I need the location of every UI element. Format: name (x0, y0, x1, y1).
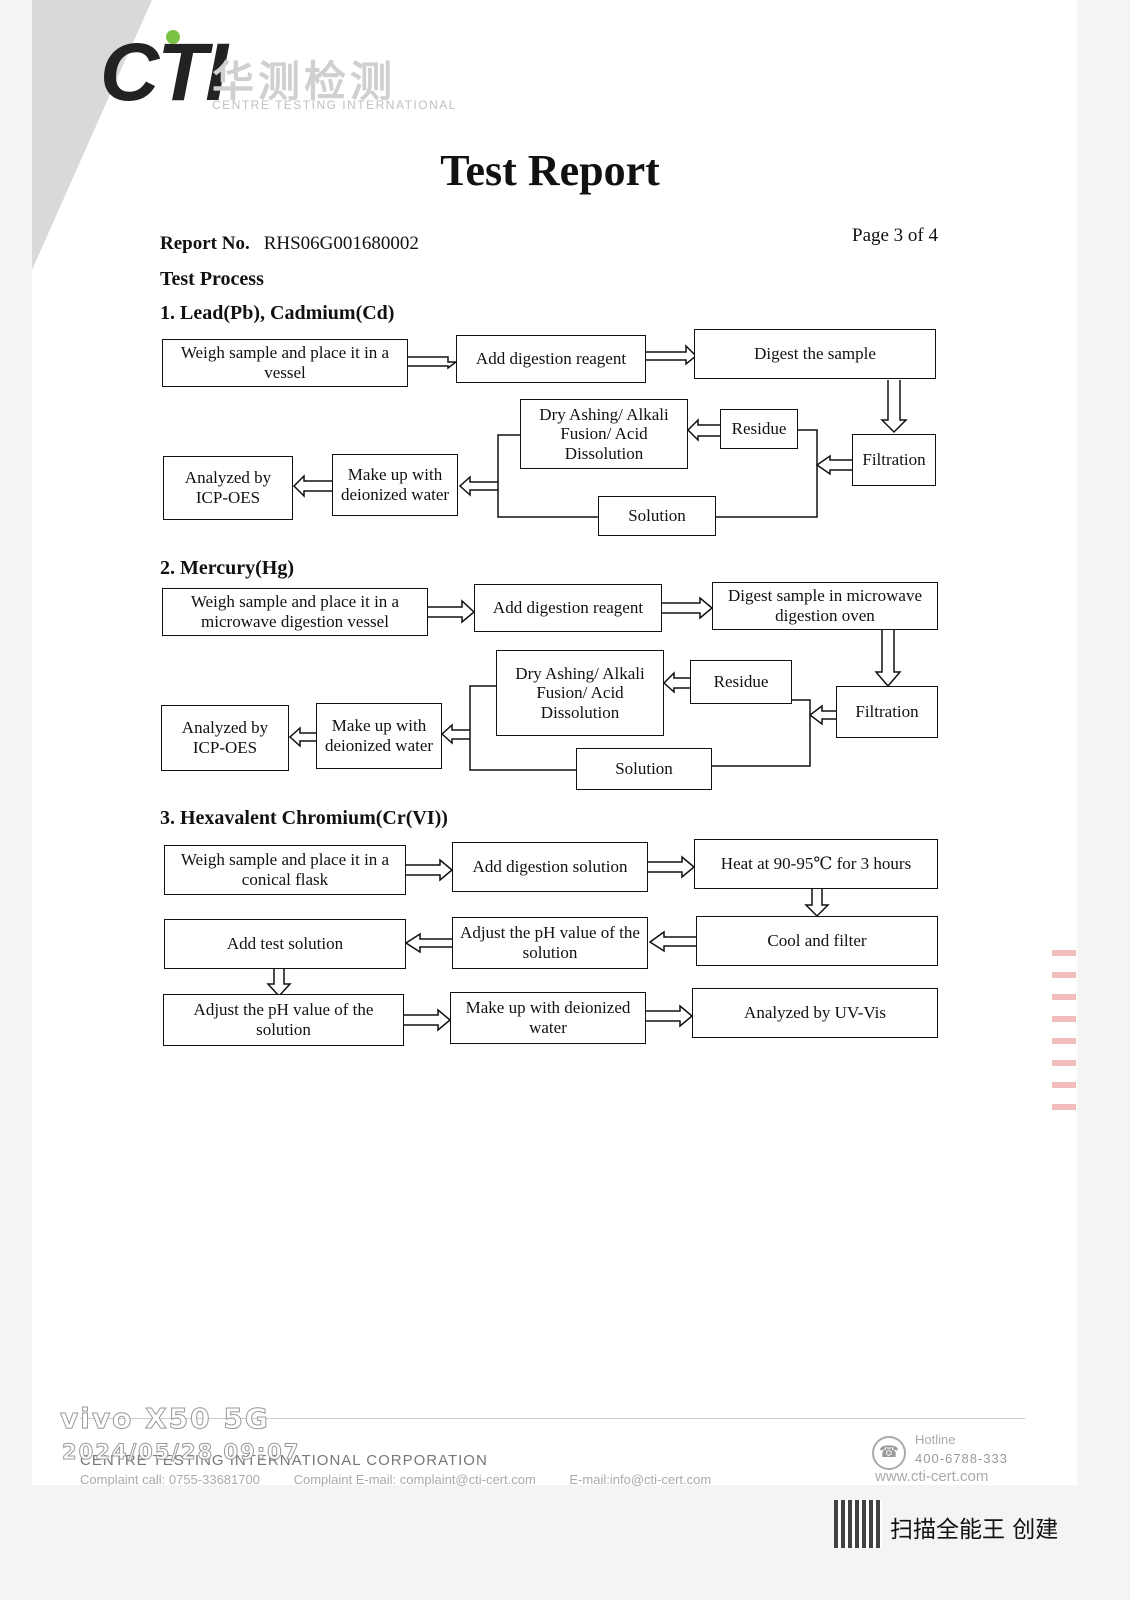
page-number: Page 3 of 4 (852, 225, 939, 246)
scanner-app-label: 扫描全能王 创建 (890, 1517, 1059, 1543)
hotline-label: Hotline (915, 1432, 956, 1447)
s1-analyzed-box: Analyzed by ICP-OES (163, 456, 293, 520)
logo-english-name: CENTRE TESTING INTERNATIONAL (212, 98, 457, 112)
s2-add-reagent-box: Add digestion reagent (474, 584, 662, 632)
qr-code-icon (834, 1500, 882, 1548)
section-1-heading: 1. Lead(Pb), Cadmium(Cd) (160, 302, 395, 324)
section-2-heading: 2. Mercury(Hg) (160, 557, 295, 579)
s1-add-reagent-box: Add digestion reagent (456, 335, 646, 383)
s1-weigh-box: Weigh sample and place it in a vessel (162, 339, 408, 387)
s2-analyzed-box: Analyzed by ICP-OES (161, 705, 289, 771)
s2-digest-box: Digest sample in microwave digestion ove… (712, 582, 938, 630)
s3-heat-box: Heat at 90-95℃ for 3 hours (694, 839, 938, 889)
camera-watermark-brand: vivo X50 5G (60, 1402, 270, 1436)
s2-weigh-box: Weigh sample and place it in a microwave… (162, 588, 428, 636)
s3-weigh-box: Weigh sample and place it in a conical f… (164, 845, 406, 895)
logo-chinese-name: 华测检测 (212, 57, 397, 106)
s3-adjust-ph-box-1: Adjust the pH value of the solution (452, 917, 648, 969)
complaint-call: Complaint call: 0755-33681700 (80, 1472, 260, 1487)
s1-dry-ashing-box: Dry Ashing/ Alkali Fusion/ Acid Dissolut… (520, 399, 688, 469)
s3-adjust-ph-box-2: Adjust the pH value of the solution (163, 994, 404, 1046)
hotline-number: 400-6788-333 (915, 1451, 1008, 1466)
s1-digest-box: Digest the sample (694, 329, 936, 379)
camera-watermark-datetime: 2024/05/28 09:07 (61, 1440, 301, 1465)
section-3-heading: 3. Hexavalent Chromium(Cr(VI)) (160, 807, 448, 829)
footer-corporation: CENTRE TESTING INTERNATIONAL CORPORATION (80, 1452, 488, 1469)
s3-add-solution-box: Add digestion solution (452, 842, 648, 892)
footer-divider (80, 1418, 1025, 1419)
s2-makeup-box: Make up with deionized water (316, 703, 442, 769)
s1-filtration-box: Filtration (852, 434, 936, 486)
footer-contacts: Complaint call: 0755-33681700 Complaint … (80, 1472, 741, 1487)
page-fold-shadow (32, 0, 152, 270)
page-title: Test Report (440, 146, 660, 195)
s2-solution-box: Solution (576, 748, 712, 790)
s3-makeup-box: Make up with deionized water (450, 992, 646, 1044)
red-stamp-edge (1052, 950, 1076, 1110)
s3-add-test-solution-box: Add test solution (164, 919, 406, 969)
footer-website: www.cti-cert.com (875, 1468, 989, 1485)
phone-icon: ☎ (872, 1436, 906, 1470)
logo-cti: CTI (100, 27, 228, 118)
s1-residue-box: Residue (720, 409, 798, 449)
report-number-value: RHS06G001680002 (263, 233, 419, 254)
test-process-heading: Test Process (160, 268, 264, 290)
s3-analyzed-box: Analyzed by UV-Vis (692, 988, 938, 1038)
complaint-email: Complaint E-mail: complaint@cti-cert.com (293, 1472, 536, 1487)
s1-makeup-box: Make up with deionized water (332, 454, 458, 516)
logo-dot (166, 30, 180, 44)
s1-solution-box: Solution (598, 496, 716, 536)
info-email: E-mail:info@cti-cert.com (569, 1472, 712, 1487)
report-number: Report No. RHS06G001680002 (160, 233, 419, 255)
s3-cool-filter-box: Cool and filter (696, 916, 938, 966)
report-number-label: Report No. (160, 233, 250, 254)
s2-filtration-box: Filtration (836, 686, 938, 738)
s2-residue-box: Residue (690, 660, 792, 704)
s2-dry-ashing-box: Dry Ashing/ Alkali Fusion/ Acid Dissolut… (496, 650, 664, 736)
